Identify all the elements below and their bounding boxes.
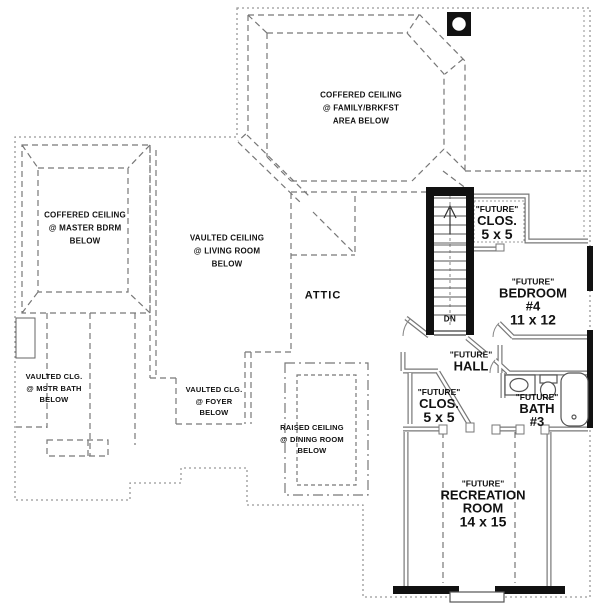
label-stair-direction: DN xyxy=(443,314,457,324)
label-closet-lower: "FUTURE" CLOS. 5 x 5 xyxy=(418,387,461,425)
window-sill xyxy=(449,591,505,603)
bedroom4-tag: "FUTURE" xyxy=(511,276,555,287)
toilet-bowl-icon xyxy=(539,381,557,399)
stair-up-arrow-icon xyxy=(443,204,457,234)
door-jambs xyxy=(438,243,550,435)
label-bedroom4: "FUTURE" BEDROOM #4 11 x 12 xyxy=(499,277,567,328)
label-foyer-ceiling: VAULTED CLG. @ FOYER BELOW xyxy=(185,384,243,417)
future-walls-inner xyxy=(401,194,588,586)
label-family-ceiling: COFFERED CEILING @ FAMILY/BRKFST AREA BE… xyxy=(320,90,402,126)
chase xyxy=(15,317,36,359)
hall-tag: "FUTURE" xyxy=(449,349,493,360)
bath3-name: BATH xyxy=(519,401,555,416)
label-dining-ceiling: RAISED CEILING @ DINING ROOM BELOW xyxy=(280,422,344,455)
sink-icon xyxy=(509,377,529,393)
outer-boundary xyxy=(14,7,591,598)
staircase xyxy=(434,196,466,326)
label-living-ceiling: VAULTED CEILING @ LIVING ROOM BELOW xyxy=(189,233,265,269)
recreation-name: RECREATION ROOM xyxy=(440,487,526,516)
label-master-ceiling: COFFERED CEILING @ MASTER BDRM BELOW xyxy=(44,210,126,246)
bath3-tag: "FUTURE" xyxy=(515,392,559,402)
recreation-dim: 14 x 15 xyxy=(459,513,507,530)
label-hall: "FUTURE" HALL xyxy=(450,350,493,373)
ceiling-outlines xyxy=(16,14,587,583)
label-recreation: "FUTURE" RECREATION ROOM 14 x 15 xyxy=(425,479,542,530)
recreation-tag: "FUTURE" xyxy=(461,478,505,489)
window-gap xyxy=(459,585,495,595)
closet-upper-name: CLOS. xyxy=(477,213,517,228)
label-mstr-bath-ceiling: VAULTED CLG. @ MSTR BATH BELOW xyxy=(25,371,83,404)
hall-name: HALL xyxy=(453,358,489,374)
closet-lower-name: CLOS. xyxy=(419,396,459,411)
tub-drain xyxy=(571,414,577,420)
label-closet-upper: "FUTURE" CLOS. 5 x 5 xyxy=(476,204,519,242)
label-bath3: "FUTURE" BATH #3 xyxy=(516,392,559,428)
bedroom4-name: BEDROOM #4 xyxy=(499,285,567,314)
closet-upper-tag: "FUTURE" xyxy=(475,204,519,214)
door-arcs xyxy=(402,318,500,374)
stair-threshold xyxy=(434,330,466,336)
bedroom4-dim: 11 x 12 xyxy=(510,311,556,328)
closet-lower-dim: 5 x 5 xyxy=(423,409,455,425)
fixtures xyxy=(15,317,589,603)
label-attic: ATTIC xyxy=(304,289,342,302)
chimney-icon xyxy=(447,12,471,36)
bathtub-icon xyxy=(560,372,589,427)
closet-lower-tag: "FUTURE" xyxy=(417,387,461,397)
closet-upper-dim: 5 x 5 xyxy=(481,226,513,242)
bath3-number: #3 xyxy=(529,414,545,429)
